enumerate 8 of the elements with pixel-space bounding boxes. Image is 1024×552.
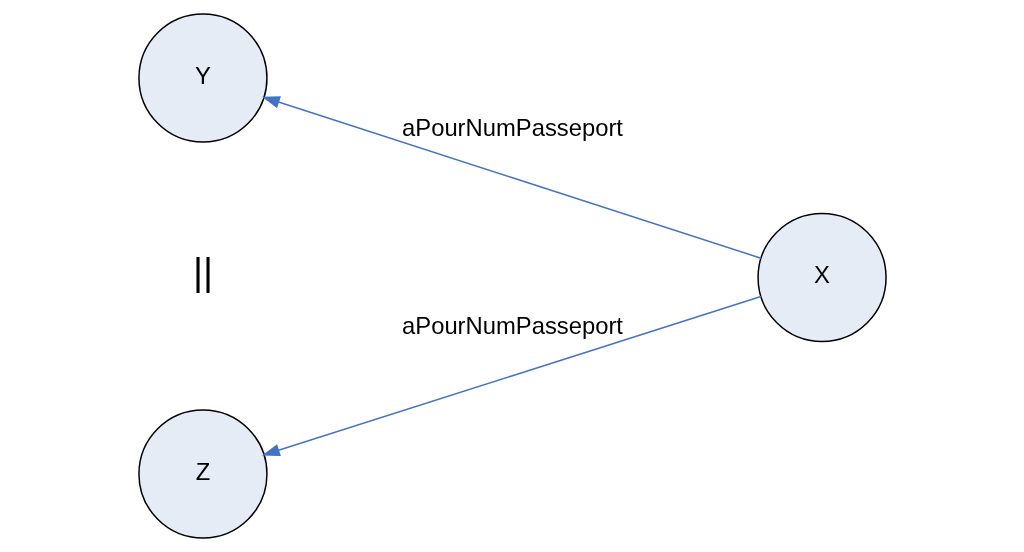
- edge-label: aPourNumPasseport: [401, 113, 623, 141]
- node-circle: X: [756, 212, 887, 343]
- label: ||: [192, 250, 213, 294]
- arrow: [261, 295, 762, 457]
- node-circle: Z: [137, 409, 268, 539]
- node-circle: Y: [137, 13, 268, 143]
- arrow: [261, 96, 762, 259]
- edge-label: aPourNumPasseport: [401, 311, 623, 339]
